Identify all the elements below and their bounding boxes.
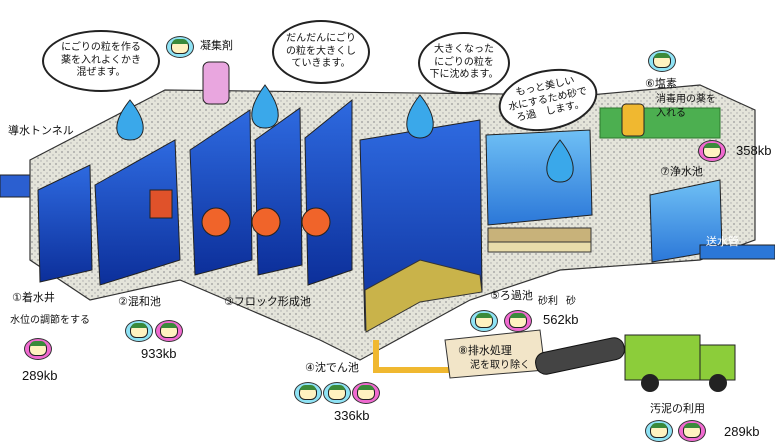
coagulant-tank (202, 61, 230, 105)
coagulant-link-button[interactable] (166, 36, 194, 58)
label-clear-pond: ⑦浄水池 (660, 165, 703, 178)
bubble-floc-line2: の粒を大きくし (286, 45, 356, 57)
size-sludge: 289kb (724, 424, 760, 439)
mascot-face-icon (703, 143, 721, 158)
truck-wheel-2 (709, 374, 727, 392)
bubble-floc-line3: ていきます。 (291, 58, 351, 70)
size-chlorine: 358kb (736, 143, 772, 158)
mascot-face-icon (509, 313, 527, 328)
label-sedimentation-pond: ④沈でん池 (305, 361, 359, 374)
size-filter-pond: 562kb (543, 312, 579, 327)
conveyor (535, 337, 625, 375)
chlorine-link-button[interactable] (648, 50, 676, 72)
truck-cab (699, 344, 736, 381)
bubble-sed-line2: にごりの粒を (434, 56, 494, 68)
mascot-drop-2 (251, 84, 279, 129)
label-tunnel: 導水トンネル (8, 124, 74, 137)
label-sludge: 汚泥の利用 (650, 402, 705, 415)
label-drainage-desc: 泥を取り除く (470, 360, 530, 371)
size-mixing-pond: 933kb (141, 346, 177, 361)
mascot-face-icon (328, 385, 346, 400)
supply-pipe (699, 244, 775, 260)
label-coagulant: 凝集剤 (200, 39, 233, 52)
gravel-layer (487, 227, 592, 243)
label-drainage: ⑧排水処理 (458, 344, 512, 357)
mixing-pond-link-button-b[interactable] (155, 320, 183, 342)
filter-pond-water (485, 129, 593, 226)
label-chlorine-desc1: 消毒用の薬を (656, 94, 716, 105)
filter-pond-link-button-b[interactable] (504, 310, 532, 332)
size-intake-well: 289kb (22, 368, 58, 383)
mascot-drop-4 (546, 139, 574, 183)
label-supply-pipe: 送水管 (706, 235, 739, 248)
filter-pond-link-button-a[interactable] (470, 310, 498, 332)
label-intake-well-desc: 水位の調節をする (10, 315, 90, 326)
mascot-face-icon (160, 323, 178, 338)
mascot-drop-3 (406, 94, 434, 139)
sedimentation-link-button-b[interactable] (323, 382, 351, 404)
paddle-3 (301, 207, 331, 237)
mascot-drop-1 (116, 99, 144, 141)
intake-well-water (37, 164, 93, 283)
bubble-mixing: にごりの粒を作る 薬を入れよくかき 混ぜます。 (42, 30, 160, 92)
bubble-sedimentation: 大きくなった にごりの粒を 下に沈めます。 (418, 32, 510, 94)
bubble-sed-line3: 下に沈めます。 (429, 69, 499, 81)
bubble-flocculation: だんだんにごり の粒を大きくし ていきます。 (272, 20, 370, 84)
chlorine-tank (621, 103, 645, 137)
intake-well-link-button[interactable] (24, 338, 52, 360)
bubble-mixing-line2: 薬を入れよくかき (61, 54, 141, 66)
label-chlorine: ⑥塩素 (645, 77, 677, 90)
label-floc-pond: ③フロック形成池 (224, 295, 311, 308)
paddle-2 (251, 207, 281, 237)
mixing-pond-link-button-a[interactable] (125, 320, 153, 342)
mascot-face-icon (299, 385, 317, 400)
bubble-floc-line1: だんだんにごり (286, 33, 356, 45)
label-chlorine-desc2: 入れる (656, 108, 686, 119)
mascot-face-icon (475, 313, 493, 328)
sludge-link-button-b[interactable] (678, 420, 706, 442)
label-intake-well: ①着水井 (12, 291, 55, 304)
floc-pond-3 (304, 98, 353, 286)
grass-area (599, 107, 721, 139)
mascot-face-icon (650, 423, 668, 438)
mascot-face-icon (29, 341, 47, 356)
truck-wheel-1 (641, 374, 659, 392)
mascot-face-icon (653, 53, 671, 68)
sand-layer (487, 241, 592, 253)
sludge-link-button-a[interactable] (645, 420, 673, 442)
clear-pond-link-button[interactable] (698, 140, 726, 162)
label-gravel: 砂利 (538, 296, 558, 307)
mascot-face-icon (683, 423, 701, 438)
size-sedimentation-pond: 336kb (334, 408, 370, 423)
label-mixing-pond: ②混和池 (118, 295, 161, 308)
drainage-pipe (373, 340, 450, 373)
paddle-1 (201, 207, 231, 237)
label-sand: 砂 (566, 296, 576, 307)
bubble-mixing-line1: にごりの粒を作る (61, 42, 141, 54)
mascot-face-icon (357, 385, 375, 400)
mixer-stirrer (149, 189, 173, 219)
bubble-sed-line1: 大きくなった (434, 44, 494, 56)
sedimentation-link-button-c[interactable] (352, 382, 380, 404)
label-filter-pond: ⑤ろ過池 (490, 289, 533, 302)
truck-bed (624, 334, 701, 381)
mascot-face-icon (171, 39, 189, 54)
sediment-sludge (364, 259, 483, 333)
mascot-face-icon (130, 323, 148, 338)
mixing-pond-water (94, 139, 181, 286)
bubble-mixing-line3: 混ぜます。 (76, 67, 126, 79)
sedimentation-link-button-a[interactable] (294, 382, 322, 404)
floc-pond-1 (189, 109, 253, 276)
